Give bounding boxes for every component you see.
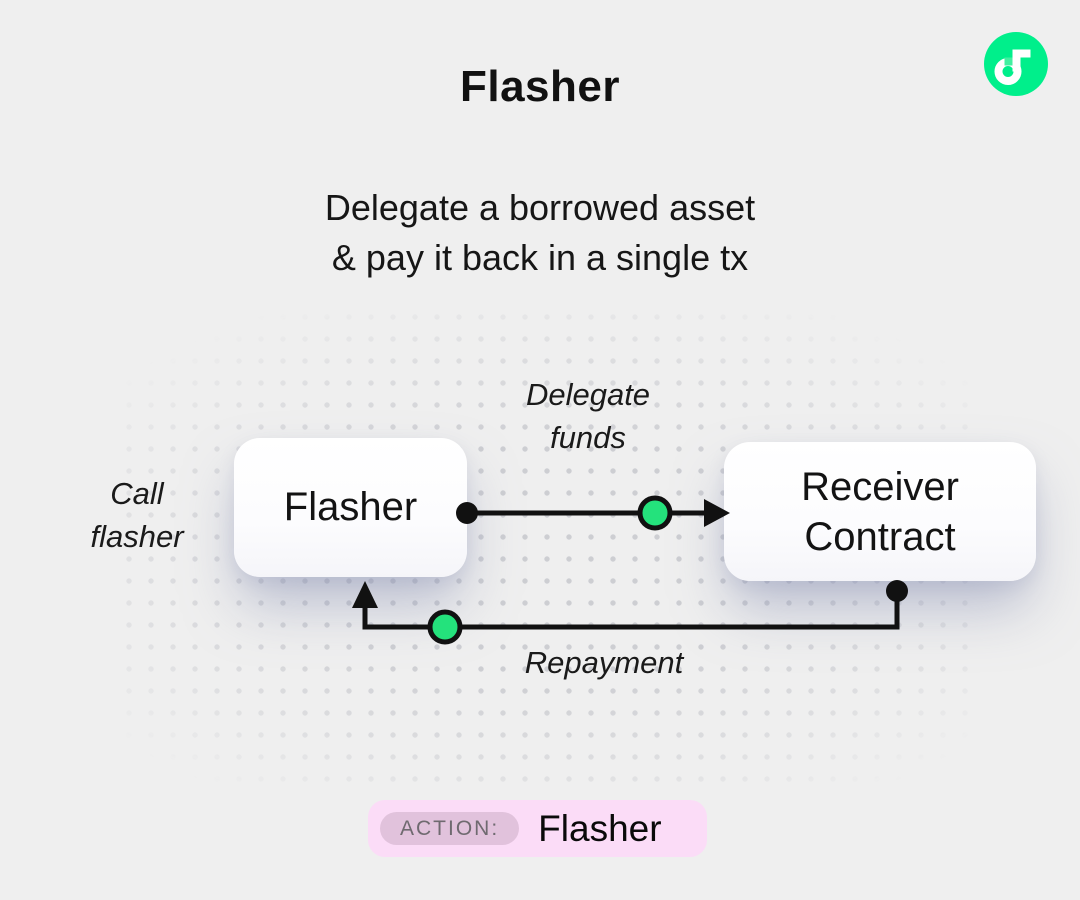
action-label: ACTION: [400, 816, 500, 840]
page-title: Flasher [459, 62, 620, 111]
node-receiver-label-line-1: Receiver [801, 464, 959, 509]
page-subtitle: Delegate a borrowed asset & pay it back … [0, 183, 1080, 283]
flow-logo-icon [984, 32, 1048, 96]
node-flasher: Flasher [234, 438, 467, 577]
call-flasher-label: Call flasher [90, 476, 184, 554]
delegate-funds-label: Delegate funds [525, 377, 651, 455]
action-label-pill: ACTION: [380, 812, 520, 845]
node-receiver-label-line-2: Contract [804, 514, 956, 559]
subtitle-line-2: & pay it back in a single tx [331, 237, 749, 278]
action-badge: ACTION: Flasher [368, 800, 707, 857]
subtitle-line-1: Delegate a borrowed asset [324, 187, 756, 228]
repayment-label: Repayment [524, 645, 684, 680]
node-flasher-label: Flasher [283, 485, 418, 529]
action-value: Flasher [538, 807, 662, 849]
node-receiver-contract: Receiver Contract [724, 442, 1036, 581]
